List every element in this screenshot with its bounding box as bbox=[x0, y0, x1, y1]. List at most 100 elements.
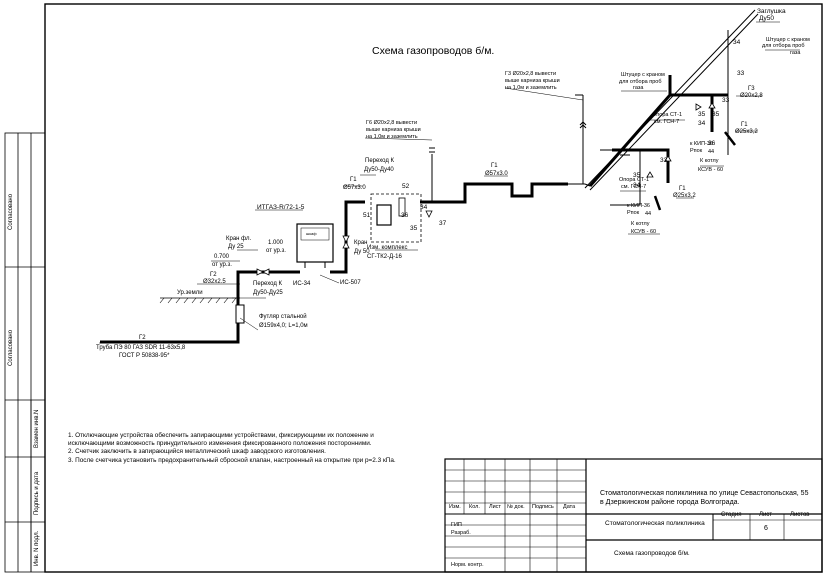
pos-52: 52 bbox=[402, 183, 410, 190]
valve-symbols bbox=[256, 102, 716, 276]
kip-a-2: Pпок bbox=[690, 148, 703, 154]
is34-label: ИС-34 bbox=[293, 281, 311, 287]
fitting-mid-label-1: Штуцер с краном bbox=[621, 72, 665, 78]
reducer-k-label-2: Ду50-Ду40 bbox=[364, 167, 394, 173]
tb-header-sign: Подпись bbox=[532, 504, 554, 510]
tb-sheets-label: Листов bbox=[790, 512, 810, 518]
g1-right1-dim: Ø25х3,2 bbox=[735, 129, 758, 135]
tb-role-norm: Норм. контр. bbox=[451, 562, 484, 568]
fitting-mid-label-2: для отбора проб bbox=[619, 79, 662, 85]
sleeve-label-2: Ø159х4,0; L=1,0м bbox=[259, 323, 308, 329]
elev-0700: 0.700 bbox=[214, 254, 230, 260]
title-block-grid bbox=[444, 458, 823, 573]
to-boiler-b-model: КСУВ - 60 bbox=[631, 229, 657, 235]
fitting-top-label-3: газа bbox=[790, 50, 801, 56]
is507-label: ИС-507 bbox=[340, 280, 361, 286]
kip-a-1: к КИП-36 bbox=[690, 141, 713, 147]
pos-33-low: 33 bbox=[660, 157, 668, 164]
itgaz-cabinet-label: шкаф bbox=[306, 231, 317, 236]
crane-dn50-1: Кран bbox=[354, 240, 368, 246]
tb-header-doc: № док. bbox=[507, 504, 525, 510]
ground-level-line bbox=[159, 297, 240, 304]
pos-34-c: 34 bbox=[633, 182, 641, 189]
g1-right1-code: Г1 bbox=[741, 122, 748, 128]
pos-37: 37 bbox=[439, 220, 447, 227]
to-boiler-a: К котлу bbox=[700, 158, 719, 164]
kip-b-1: к КИП-36 bbox=[627, 203, 650, 209]
g6-note-2: выше карниза крыши bbox=[366, 127, 421, 133]
side-stamp-inv-orig: Инв. N подл. bbox=[34, 530, 40, 566]
kip-b-2: Pпок bbox=[627, 210, 640, 216]
drawing-notes: 1. Отключающие устройства обеспечить зап… bbox=[68, 432, 396, 465]
g6-note-3: на 1,0м и заземлить bbox=[366, 134, 418, 140]
itgaz-cabinet bbox=[296, 223, 334, 263]
pos-36-a: 36 bbox=[708, 140, 716, 147]
pipe-pe-2: ГОСТ Р 50838-95* bbox=[119, 353, 170, 359]
g1-right2-dim: Ø25х3,2 bbox=[673, 193, 696, 199]
g2-code: Г2 bbox=[210, 272, 217, 278]
g3-note-3: на 1,0м и заземлить bbox=[505, 85, 557, 91]
pos-34-d: 34 bbox=[420, 204, 428, 211]
gas-meter bbox=[376, 204, 392, 226]
crane-fl-1: Кран фл. bbox=[226, 236, 252, 242]
g6-note-1: Г6 Ø20х2,8 вывести bbox=[366, 120, 418, 126]
support-mid-1: Опора СТ-1 bbox=[619, 177, 650, 183]
tb-header-kol: Кол. bbox=[469, 504, 480, 510]
kip-b-3: 44 bbox=[645, 211, 652, 217]
plug-dn-label: Ду50 bbox=[759, 15, 775, 22]
pos-34-b: 34 bbox=[698, 120, 706, 127]
side-stamp-sign-date: Подпись и дата bbox=[34, 471, 40, 515]
tb-sheet-value: 6 bbox=[764, 525, 768, 532]
g3-right-dim: Ø20х2,8 bbox=[740, 93, 763, 99]
tb-object-name: Стоматологическая поликлиника bbox=[605, 520, 705, 527]
pos-33-mid: 33 bbox=[722, 97, 730, 104]
drawing-title: Схема газопроводов б/м. bbox=[372, 45, 495, 57]
boiler-connections bbox=[653, 131, 736, 211]
leader-lines bbox=[99, 21, 800, 344]
kip-a-3: 44 bbox=[708, 149, 715, 155]
meter-complex-box bbox=[370, 193, 422, 243]
pos-51: 51 bbox=[363, 212, 371, 219]
support-mid-2: см. ГСН-7 bbox=[621, 184, 647, 190]
crane-fl-2: Ду 25 bbox=[228, 244, 244, 250]
g1-mid-code: Г1 bbox=[491, 163, 498, 169]
right-branch-pipeline bbox=[588, 75, 728, 187]
tb-header-list: Лист bbox=[489, 504, 501, 510]
to-boiler-b: К котлу bbox=[631, 221, 650, 227]
pipe-sleeve bbox=[235, 304, 245, 324]
crane-dn50-2: Ду 50 bbox=[354, 249, 370, 255]
reducer-k-label-1: Переход К bbox=[365, 158, 394, 164]
g1-right2-code: Г1 bbox=[679, 186, 686, 192]
vent-pipes bbox=[429, 94, 587, 153]
fitting-top-label-1: Штуцер с краном bbox=[766, 37, 810, 43]
g2-bottom-code: Г2 bbox=[139, 335, 146, 341]
tb-sheet-label: Лист bbox=[759, 512, 773, 518]
g3-right-code: Г3 bbox=[748, 86, 755, 92]
support-top-2: см. ГСН-7 bbox=[654, 119, 680, 125]
tb-project-name: Стоматологическая поликлиника по улице С… bbox=[600, 490, 809, 506]
g1-left-dim: Ø57х3.0 bbox=[343, 185, 366, 191]
reducer-kb-1: Переход К bbox=[253, 281, 282, 287]
complex-label-1: Изм. комплекс bbox=[367, 245, 408, 251]
side-stamp-inv-replace: Взамен инв.N bbox=[34, 409, 40, 448]
elev-1000-ref: от ур.з. bbox=[266, 248, 286, 254]
side-stamp-approved-middle: Согласовано bbox=[8, 329, 14, 366]
g3-note-1: Г3 Ø20х2,8 вывести bbox=[505, 71, 557, 77]
note-line-4: 3. После счетчика установить предохранит… bbox=[68, 456, 396, 464]
tb-header-izm: Изм. bbox=[449, 504, 461, 510]
itgaz-label: ИТГАЗ-R/72-1-5 bbox=[257, 204, 305, 211]
reducer-kb-2: Ду50-Ду25 bbox=[253, 290, 283, 296]
support-top-1: Опора СТ-1 bbox=[652, 112, 683, 118]
elev-0700-ref: от ур.з. bbox=[212, 262, 232, 268]
tb-role-gip: ГИП bbox=[451, 522, 462, 528]
roof-outline bbox=[584, 9, 759, 191]
pipe-pe-1: Труба ПЭ 80 ГАЗ SDR 11-63х5,8 bbox=[96, 345, 186, 351]
elev-1000: 1.000 bbox=[268, 240, 284, 246]
to-boiler-a-model: КСУВ - 60 bbox=[698, 167, 724, 173]
fitting-mid-label-3: газа bbox=[633, 85, 644, 91]
sheet-frame bbox=[44, 3, 823, 573]
note-line-3: 2. Счетчик заключить в запирающийся мета… bbox=[68, 448, 326, 456]
note-line-2: исключающими возможность принудительного… bbox=[68, 440, 372, 448]
g1-mid-dim: Ø57х3.0 bbox=[485, 171, 508, 177]
